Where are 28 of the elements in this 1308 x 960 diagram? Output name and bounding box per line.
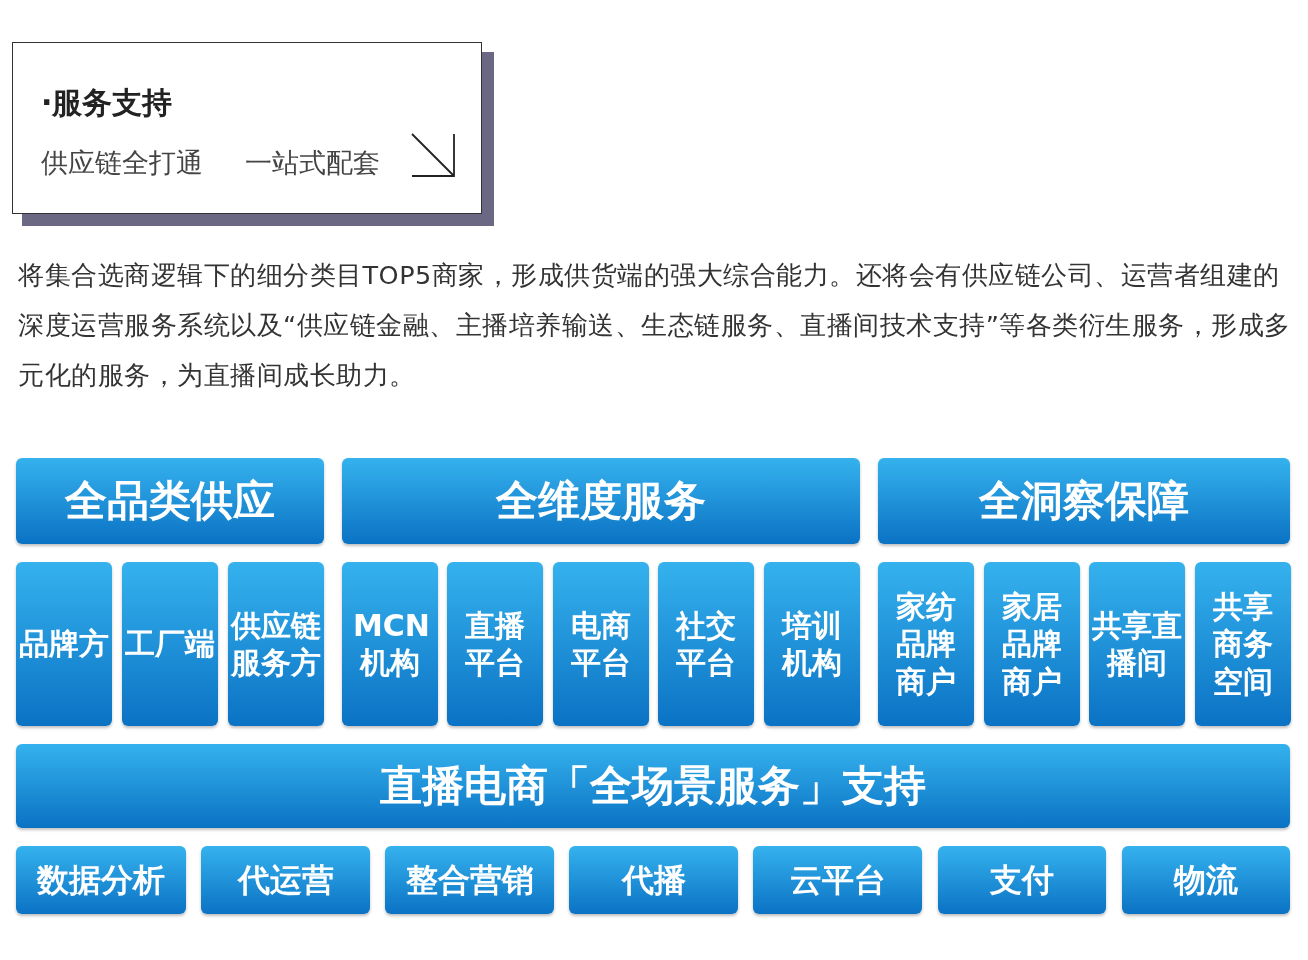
header-band: 全品类供应 xyxy=(16,458,324,544)
service-tile: 代播 xyxy=(569,846,738,914)
service-band: 直播电商「全场景服务」支持 xyxy=(16,744,1290,828)
body-paragraph: 将集合选商逻辑下的细分类目TOP5商家，形成供货端的强大综合能力。还将会有供应链公司、运营者组建的深度运营服务系统以及“供应链金融、主播培养输送、生态链服务、直播间技术支持”等各类衍生服务，形成多元化的服务，为直播间成长助力。 xyxy=(18,259,1292,392)
heading-card xyxy=(12,42,482,214)
category-tile: 电商平台 xyxy=(553,562,649,726)
category-tile: 共享商务空间 xyxy=(1195,562,1291,726)
service-tile: 云平台 xyxy=(753,846,922,914)
category-tile: 共享直播间 xyxy=(1089,562,1185,726)
category-tile: 培训机构 xyxy=(764,562,860,726)
card-subtitle: 供应链全打通 xyxy=(41,146,203,180)
service-tile: 物流 xyxy=(1122,846,1290,914)
category-tile: 品牌方 xyxy=(16,562,112,726)
category-tile: MCN机构 xyxy=(342,562,438,726)
category-tile: 工厂端 xyxy=(122,562,218,726)
category-tile: 家居品牌商户 xyxy=(984,562,1080,726)
header-band: 全维度服务 xyxy=(342,458,860,544)
category-tile: 供应链服务方 xyxy=(228,562,324,726)
category-tile: 社交平台 xyxy=(658,562,754,726)
service-tile: 整合营销 xyxy=(385,846,554,914)
card-title: ·服务支持 xyxy=(41,84,173,122)
category-tile: 直播平台 xyxy=(447,562,543,726)
category-tile: 家纺品牌商户 xyxy=(878,562,974,726)
service-tile: 代运营 xyxy=(201,846,370,914)
card-subtitle: 一站式配套 xyxy=(245,146,380,180)
service-tile: 数据分析 xyxy=(16,846,186,914)
service-tile: 支付 xyxy=(938,846,1106,914)
header-band: 全洞察保障 xyxy=(878,458,1290,544)
